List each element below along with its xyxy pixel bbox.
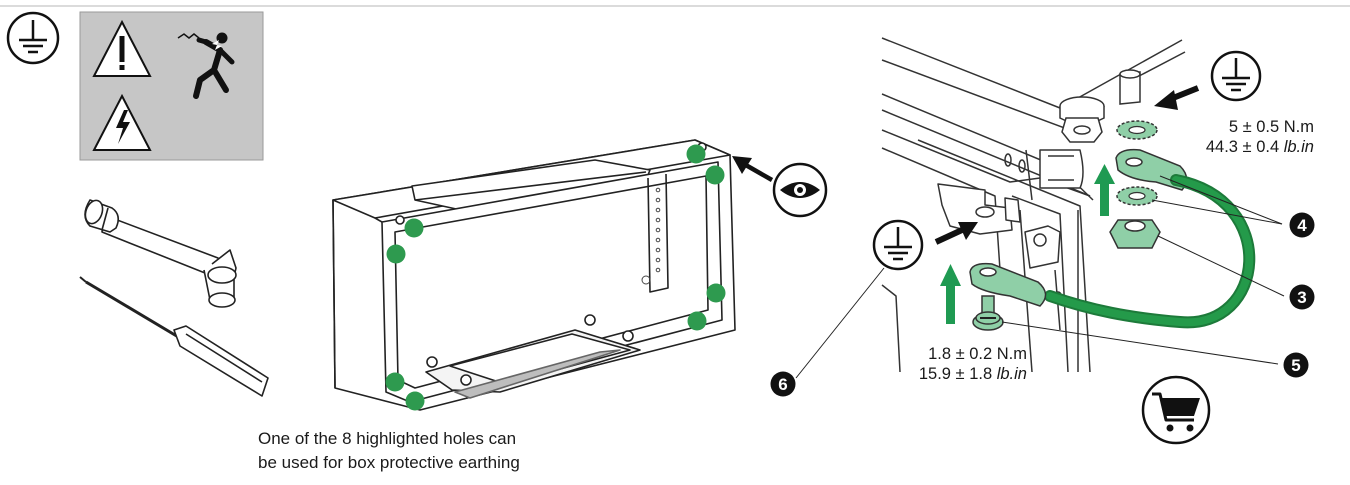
leader-lines — [795, 175, 1285, 379]
insertion-arrows — [934, 85, 1200, 245]
protective-earth-icon — [1210, 50, 1262, 102]
protective-earth-icon — [6, 11, 60, 65]
rail-holes — [641, 187, 661, 285]
serrated-washer-middle — [1116, 186, 1158, 206]
eye-icon — [772, 162, 828, 218]
cable-lug-bottom — [969, 262, 1047, 307]
protective-earth-icon — [872, 219, 924, 271]
enclosure-box — [332, 139, 736, 411]
highlighted-hole — [385, 372, 405, 392]
callout-4-label: 4 — [1297, 216, 1307, 235]
callout-4: 4 — [1289, 212, 1315, 238]
torque-bottom-lbin-unit: lb.in — [997, 365, 1027, 383]
torque-bottom-nm: 1.8 ± 0.2 N.m — [928, 345, 1027, 363]
warning-panel — [79, 11, 264, 161]
view-arrow — [732, 156, 774, 182]
highlighted-hole — [705, 165, 725, 185]
callout-3: 3 — [1289, 284, 1315, 310]
torque-top-lbin: 44.3 ± 0.4 lb.in — [1206, 138, 1314, 156]
warning-triangle-icon — [92, 19, 152, 77]
assembly-arrows — [940, 164, 1115, 324]
torque-bottom-lbin-value: 15.9 ± 1.8 — [919, 365, 997, 383]
callout-6: 6 — [770, 371, 796, 397]
torque-top-nm: 5 ± 0.5 N.m — [1229, 118, 1314, 136]
serrated-washer-top — [1116, 120, 1158, 140]
highlighted-hole — [386, 244, 406, 264]
caption-line-1: One of the 8 highlighted holes can — [258, 429, 516, 448]
caption-line-2: be used for box protective earthing — [258, 453, 520, 472]
screwdriver — [79, 276, 269, 397]
callout-6-label: 6 — [778, 375, 787, 394]
callout-3-label: 3 — [1297, 288, 1306, 307]
highlighted-hole — [404, 218, 424, 238]
enclosure-corner-detail — [881, 37, 1186, 373]
hex-nut — [1109, 219, 1161, 249]
socket-wrench — [84, 199, 237, 308]
earth-cable — [1044, 174, 1256, 329]
earth-screw — [972, 295, 1004, 331]
highlighted-hole — [687, 311, 707, 331]
electric-hazard-icon — [92, 93, 152, 151]
torque-top-lbin-value: 44.3 ± 0.4 — [1206, 138, 1284, 156]
highlighted-holes — [385, 144, 726, 411]
shopping-cart-icon — [1141, 375, 1211, 445]
callout-5-label: 5 — [1291, 356, 1300, 375]
highlighted-hole — [706, 283, 726, 303]
callout-5: 5 — [1283, 352, 1309, 378]
torque-top-lbin-unit: lb.in — [1284, 138, 1314, 156]
highlighted-hole — [405, 391, 425, 411]
electric-shock-person-icon — [177, 32, 235, 99]
highlighted-hole — [686, 144, 706, 164]
earth-stud-assembly — [1059, 69, 1141, 143]
torque-bottom-lbin: 15.9 ± 1.8 lb.in — [919, 365, 1027, 383]
